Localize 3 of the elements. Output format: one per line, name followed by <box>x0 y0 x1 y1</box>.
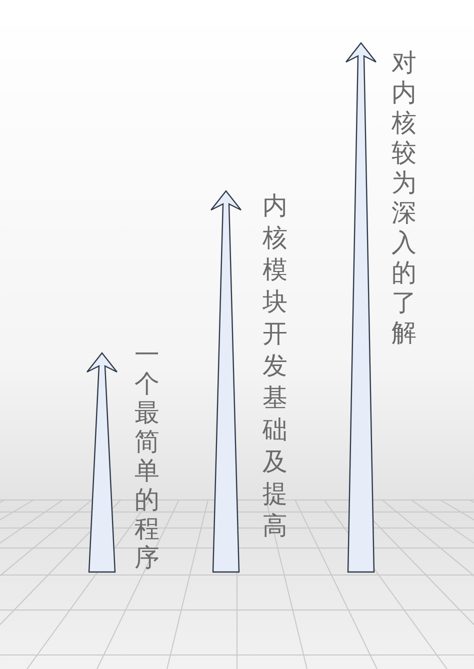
arrow-caption: 对内核较为深入的了解 <box>391 48 417 348</box>
arrow-caption: 内核模块开发基础及提高 <box>262 190 288 542</box>
arrow-caption: 一个最简单的程序 <box>134 340 160 572</box>
